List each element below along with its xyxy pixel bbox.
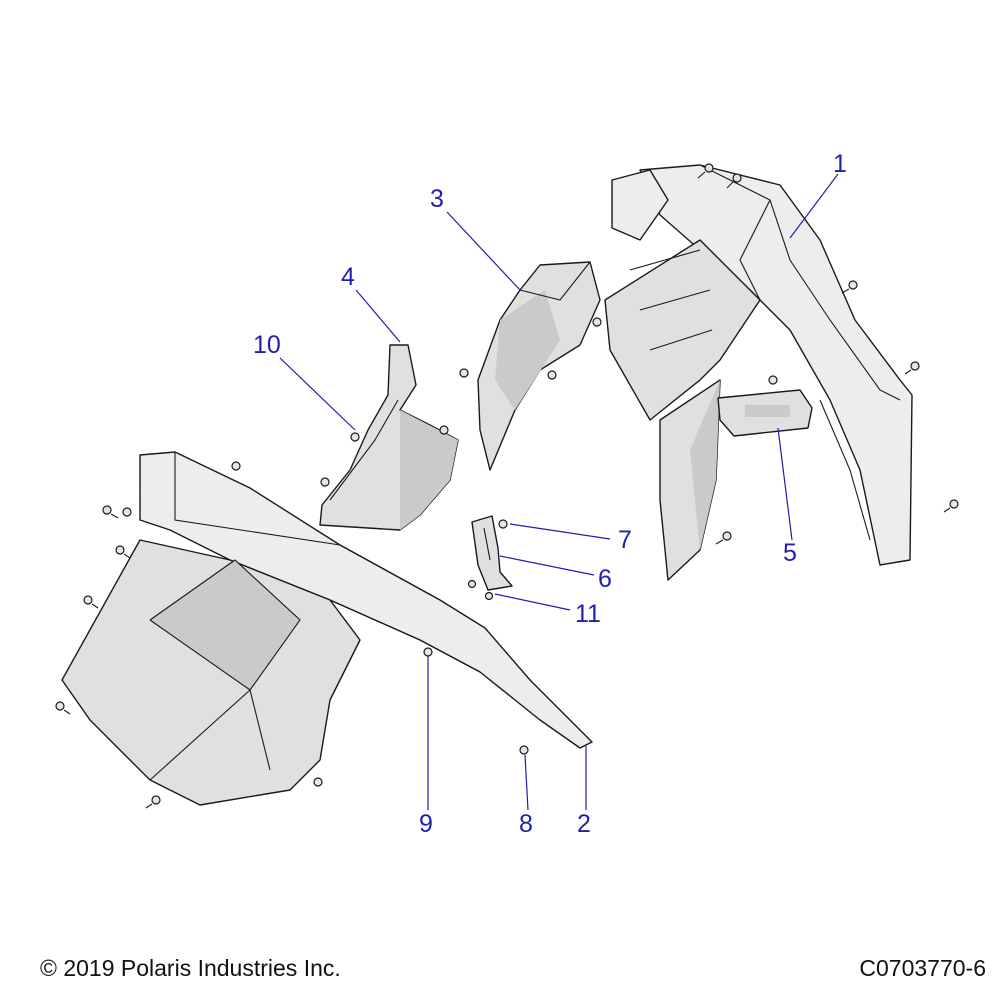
screw-icon xyxy=(943,499,959,513)
callout-8: 8 xyxy=(519,810,533,838)
screw-icon xyxy=(768,375,778,385)
screw-icon xyxy=(55,701,71,715)
callout-1: 1 xyxy=(833,150,847,178)
part-4-inner-panel xyxy=(319,344,459,531)
callout-10: 10 xyxy=(253,331,281,359)
screw-icon xyxy=(459,368,469,378)
screw-icon xyxy=(715,531,732,545)
screw-icon xyxy=(519,745,529,755)
callout-3: 3 xyxy=(430,185,444,213)
screw-icon xyxy=(423,647,433,657)
leader-11 xyxy=(494,593,571,611)
screw-icon xyxy=(231,461,241,471)
screw-icon xyxy=(841,280,858,294)
callout-2: 2 xyxy=(577,810,591,838)
part-2-left-fender xyxy=(61,451,593,806)
leader-3 xyxy=(446,211,521,291)
nut-icon xyxy=(498,519,508,529)
screw-icon xyxy=(313,777,323,787)
screw-icon xyxy=(320,477,330,487)
callout-9: 9 xyxy=(419,810,433,838)
leader-7 xyxy=(509,523,611,540)
figure-id: C0703770-6 xyxy=(859,955,986,981)
callout-4: 4 xyxy=(341,263,355,291)
part-1-right-fender xyxy=(604,164,913,581)
leader-5 xyxy=(777,427,793,541)
callout-6: 6 xyxy=(598,565,612,593)
leader-10 xyxy=(279,357,356,431)
fasteners xyxy=(55,163,959,809)
screw-icon xyxy=(439,425,449,435)
screw-icon xyxy=(904,361,920,375)
screw-icon xyxy=(726,173,742,189)
leader-4 xyxy=(355,289,401,343)
screw-icon xyxy=(115,545,131,559)
screw-icon xyxy=(83,595,99,609)
nut-icon xyxy=(467,579,477,589)
clip-icon xyxy=(592,317,602,327)
part-3-panel xyxy=(477,261,601,471)
callouts: 1 2 3 4 5 6 7 8 9 10 11 xyxy=(253,150,847,838)
screw-icon xyxy=(122,507,132,517)
screw-icon xyxy=(102,505,119,519)
leader-8 xyxy=(524,754,529,811)
nut-icon xyxy=(484,591,494,601)
callout-11: 11 xyxy=(575,600,601,628)
screw-icon xyxy=(350,432,360,442)
leader-lines xyxy=(279,173,839,811)
leader-1 xyxy=(789,173,839,239)
part-5-bracket xyxy=(717,389,813,437)
copyright-text: © 2019 Polaris Industries Inc. xyxy=(40,955,341,981)
part-6-mount-bracket xyxy=(471,515,513,591)
screw-icon xyxy=(697,163,714,179)
screw-icon xyxy=(145,795,161,809)
callout-5: 5 xyxy=(783,539,797,567)
clip-icon xyxy=(547,370,557,380)
leader-6 xyxy=(499,555,595,576)
callout-7: 7 xyxy=(618,526,632,554)
